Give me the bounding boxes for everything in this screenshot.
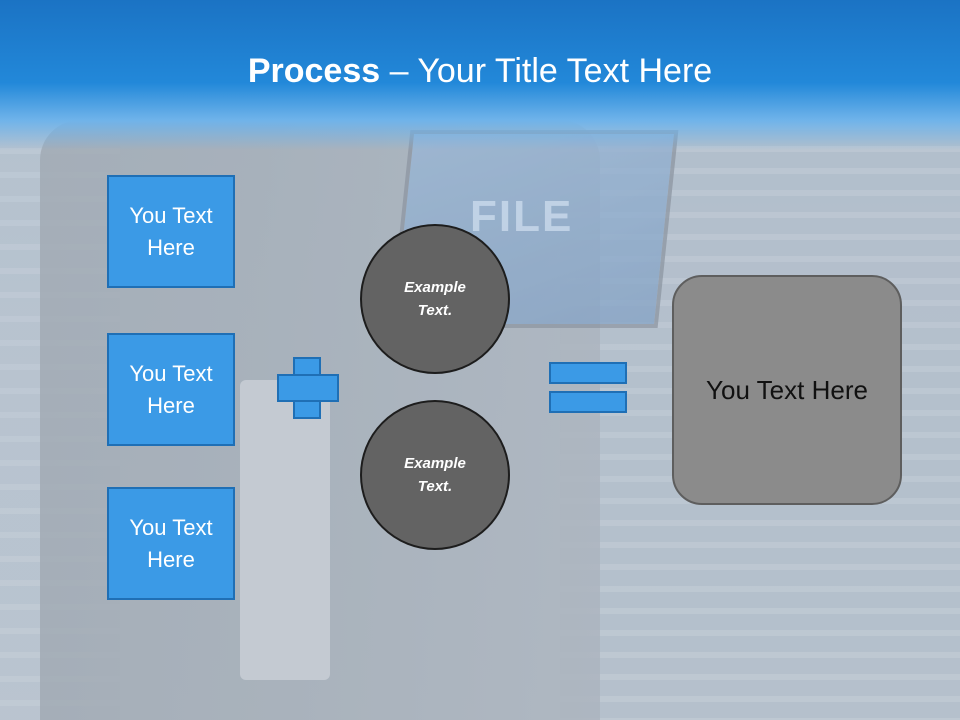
result-box[interactable]: You Text Here bbox=[672, 275, 902, 505]
tablet-file-label: FILE bbox=[470, 192, 574, 241]
result-box-label: You Text Here bbox=[706, 374, 868, 405]
input-box-2[interactable]: You Text Here bbox=[107, 333, 235, 446]
title-rest: Your Title Text Here bbox=[417, 52, 713, 90]
title-bold: Process bbox=[247, 52, 381, 90]
equals-icon-bottom-bar bbox=[549, 391, 627, 413]
title-band bbox=[0, 0, 960, 150]
input-box-3[interactable]: You Text Here bbox=[107, 487, 235, 600]
plus-icon-center bbox=[295, 376, 319, 400]
example-circle-2-label: Example Text. bbox=[404, 455, 466, 495]
laptop-under-arm bbox=[240, 380, 330, 680]
input-box-1-label: You Text Here bbox=[129, 202, 213, 260]
example-circle-1[interactable]: Example Text. bbox=[360, 224, 510, 374]
input-box-2-label: You Text Here bbox=[129, 360, 213, 418]
example-circle-2[interactable]: Example Text. bbox=[360, 400, 510, 550]
input-box-1[interactable]: You Text Here bbox=[107, 175, 235, 288]
example-circle-1-label: Example Text. bbox=[404, 279, 466, 319]
equals-icon-top-bar bbox=[549, 362, 627, 384]
input-box-3-label: You Text Here bbox=[129, 514, 213, 572]
title-dash: – bbox=[380, 52, 418, 90]
slide-title: Process – Your Title Text Here bbox=[0, 52, 960, 91]
